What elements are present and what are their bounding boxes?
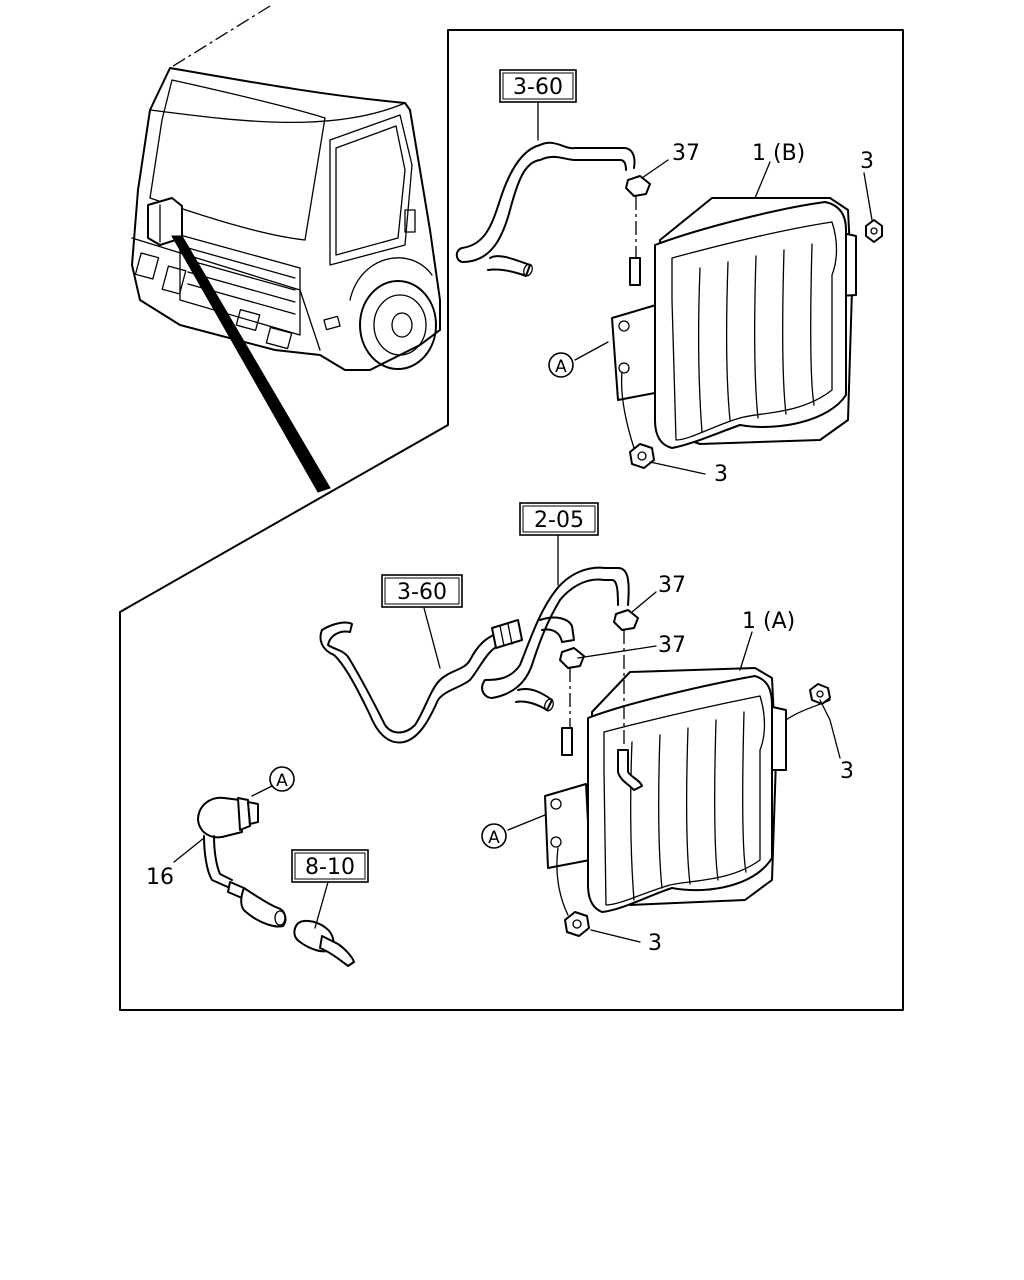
hose-205 bbox=[481, 566, 630, 712]
ref-label-3-60-top: 3-60 bbox=[513, 75, 563, 100]
ref-label-2-05: 2-05 bbox=[534, 508, 584, 533]
hose-360-lower bbox=[319, 619, 523, 744]
ref-label-8-10: 8-10 bbox=[305, 855, 355, 880]
clamp-37-lower-a bbox=[613, 609, 639, 748]
ref-box-2-05: 2-05 bbox=[519, 502, 599, 536]
label-16: 16 bbox=[146, 865, 174, 890]
diagram-frame bbox=[119, 29, 904, 1011]
label-1b: 1 (B) bbox=[752, 141, 805, 166]
nut-3-upper-right bbox=[865, 219, 883, 243]
label-1a: 1 (A) bbox=[742, 609, 795, 634]
marker-a-sensor-label: A bbox=[276, 771, 288, 791]
ref-box-8-10: 8-10 bbox=[291, 849, 369, 883]
marker-a-sensor: A bbox=[269, 766, 295, 792]
sensor-16 bbox=[197, 796, 287, 928]
tank-1a bbox=[544, 667, 787, 913]
label-3-lower-bottom: 3 bbox=[648, 931, 662, 956]
label-3-upper-right: 3 bbox=[860, 149, 874, 174]
marker-a-upper-label: A bbox=[555, 357, 567, 377]
nut-3-lower-bottom bbox=[556, 847, 590, 937]
leader-lines bbox=[173, 101, 873, 943]
clamp-37-upper bbox=[625, 175, 651, 258]
marker-a-lower: A bbox=[481, 823, 507, 849]
truck-overview bbox=[131, 5, 441, 493]
ref-box-3-60-bottom: 3-60 bbox=[381, 574, 463, 608]
label-3-lower-right: 3 bbox=[840, 759, 854, 784]
nut-3-lower-right bbox=[809, 683, 831, 705]
ref-box-3-60-top: 3-60 bbox=[499, 69, 577, 103]
nut-3-upper-bottom bbox=[620, 371, 655, 469]
tank-1b bbox=[611, 197, 857, 449]
marker-a-upper: A bbox=[548, 352, 574, 378]
marker-a-lower-label: A bbox=[488, 828, 500, 848]
label-37-lower-b: 37 bbox=[658, 633, 686, 658]
hose-upper bbox=[455, 141, 636, 277]
harness-connector bbox=[293, 920, 355, 967]
detail-leader bbox=[171, 235, 331, 493]
ref-label-3-60-bottom: 3-60 bbox=[397, 580, 447, 605]
label-37-upper: 37 bbox=[672, 141, 700, 166]
clamp-37-lower-b bbox=[559, 647, 585, 728]
label-3-upper-bottom: 3 bbox=[714, 462, 728, 487]
label-37-lower-a: 37 bbox=[658, 573, 686, 598]
